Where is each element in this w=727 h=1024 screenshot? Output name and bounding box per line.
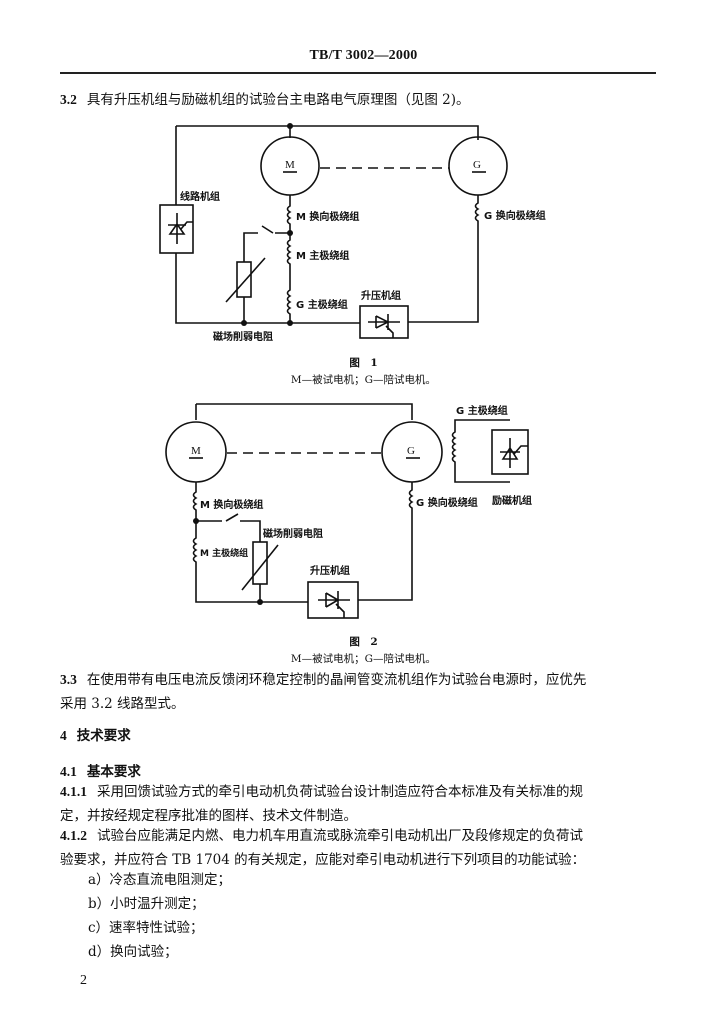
label-field-weakening-resistor: 磁场削弱电阻 [263,527,323,540]
section-text-line2: 定，并按经规定程序批准的图样、技术文件制造。 [60,808,357,824]
section-title: 基本要求 [86,764,141,780]
list-item: c）速率特性试验； [88,920,204,936]
section-4-1-2: 4.1.2 试验台应能满足内燃、电力机车用直流或脉流牵引电动机出厂及段修规定的负荷… [60,824,660,872]
m-commutating-winding [286,195,292,232]
g-main-winding [451,419,510,483]
section-text-line1: 在使用带有电压电流反馈闭环稳定控制的晶闸管变流机组作为试验台电源时，应优先 [86,672,587,688]
section-number: 4.1.1 [60,784,87,799]
document-header-code: TB/T 3002—2000 [309,48,418,63]
label-m-commutating-winding: M 换向极绕组 [200,498,263,511]
m-commutating-winding [192,482,198,520]
exciter-thyristor-icon [500,438,528,468]
figure-2-caption: 图 2 [349,636,378,648]
label-exciter-unit: 励磁机组 [492,494,532,507]
label-g-main-winding: G 主极绕组 [456,404,508,417]
section-3-3: 3.3 在使用带有电压电流反馈闭环稳定控制的晶闸管变流机组作为试验台电源时，应优先… [60,668,660,716]
field-weakening-resistor [236,261,252,298]
section-4-1-heading: 4.1 基本要求 [60,760,660,784]
label-g-commutating-winding: G 换向极绕组 [416,496,478,509]
motor-m-label: M [191,445,201,457]
label-g-main-winding: G 主极绕组 [296,298,348,311]
thyristor-icon [168,213,193,244]
section-3-2: 3.2 具有升压机组与励磁机组的试验台主电路电气原理图（见图 2)。 [60,88,660,112]
section-number: 3.3 [60,672,77,687]
figure-2-circuit-diagram: M G G 主极绕组 励磁机组 M 换向极绕组 M 主极绕组 磁场削弱电阻 升压… [165,403,532,619]
wire-top [196,403,413,420]
figure-1-legend: M—被试电机；G—陪试电机。 [290,374,437,386]
g-commutating-winding [474,195,480,230]
section-title: 技术要求 [76,728,131,744]
generator-g-label: G [407,445,415,457]
section-4-heading: 4 技术要求 [60,724,660,748]
section-text-line2: 采用 3.2 线路型式。 [60,696,185,712]
section-text-line1: 试验台应能满足内燃、电力机车用直流或脉流牵引电动机出厂及段修规定的负荷试 [97,828,583,844]
m-main-winding [286,233,292,323]
field-weakening-switch [196,513,261,542]
field-weakening-resistor [252,541,268,585]
label-field-weakening-resistor: 磁场削弱电阻 [213,330,273,343]
motor-m-label: M [285,159,295,171]
section-text-line2: 验要求，并应符合 TB 1704 的有关规定，应能对牵引电动机进行下列项目的功能… [60,852,586,868]
figure-1-caption: 图 1 [349,357,378,369]
generator-g-label: G [473,159,481,171]
figure-2-legend: M—被试电机；G—陪试电机。 [290,653,437,665]
label-booster-unit: 升压机组 [361,289,401,302]
label-m-main-winding: M 主极绕组 [200,547,248,559]
wire-top [176,125,479,140]
figure-1-circuit-diagram: M G 线路机组 M 换向极绕组 M 主极绕组 G 主极绕组 磁场削弱电阻 升压… [159,123,546,343]
field-weakening-switch [243,225,290,262]
section-text: 具有升压机组与励磁机组的试验台主电路电气原理图（见图 2)。 [86,92,470,108]
section-number: 4.1 [60,764,77,779]
m-main-winding [192,521,260,603]
list-item: a）冷态直流电阻测定； [88,872,232,888]
section-number: 4 [60,728,67,743]
section-text-line1: 采用回馈试验方式的牵引电动机负荷试验台设计制造应符合本标准及有关标准的规 [97,784,583,800]
header-rule [60,72,656,74]
label-m-commutating-winding: M 换向极绕组 [296,210,359,223]
page-number: 2 [80,973,87,988]
label-line-unit: 线路机组 [180,190,220,203]
section-number: 4.1.2 [60,828,87,843]
section-number: 3.2 [60,92,77,107]
booster-thyristor-icon [368,314,400,338]
booster-thyristor-icon [318,591,350,618]
label-m-main-winding: M 主极绕组 [296,249,349,262]
list-item: d）换向试验； [88,944,178,960]
exciter-thyristor-box [491,429,529,475]
g-commutating-winding [408,482,414,518]
section-4-1-1: 4.1.1 采用回馈试验方式的牵引电动机负荷试验台设计制造应符合本标准及有关标准的… [60,780,660,828]
label-booster-unit: 升压机组 [310,564,350,577]
list-item: b）小时温升测定； [88,896,205,912]
label-g-commutating-winding: G 换向极绕组 [484,209,546,222]
